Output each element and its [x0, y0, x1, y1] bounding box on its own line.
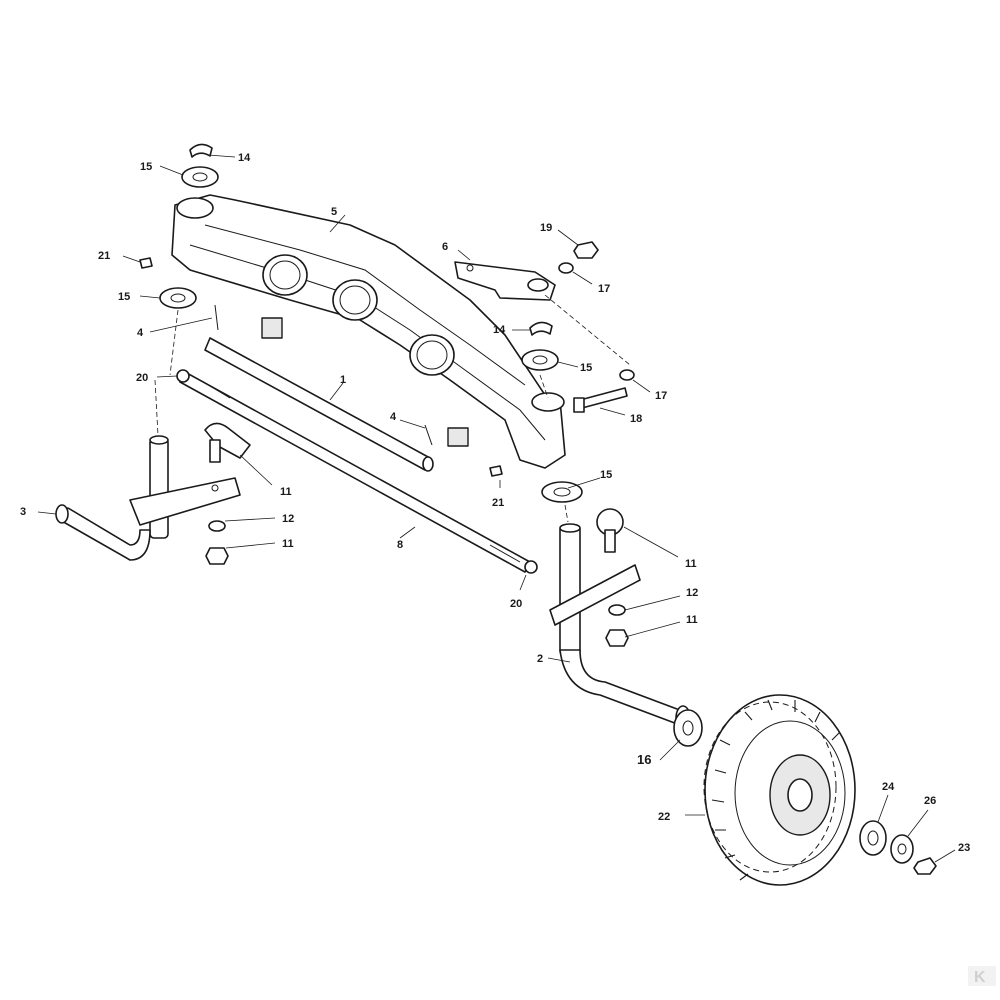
callout-8: 8 — [397, 539, 403, 551]
callout-15-top: 15 — [140, 161, 152, 173]
right-tie-rod-end — [596, 508, 629, 647]
callout-2: 2 — [537, 653, 543, 665]
callout-14-right: 14 — [493, 324, 506, 336]
callout-26: 26 — [924, 795, 936, 807]
callout-6: 6 — [442, 241, 448, 253]
callout-24: 24 — [882, 781, 895, 793]
callout-17-lower: 17 — [655, 390, 667, 402]
tie-rod — [176, 369, 538, 574]
callout-11-lower-right: 11 — [686, 614, 698, 626]
callout-20-right: 20 — [510, 598, 522, 610]
axle-pivot-bar — [204, 337, 434, 472]
washers-and-nuts — [139, 143, 937, 875]
left-tie-rod-end — [204, 422, 251, 565]
callout-11-upper-left: 11 — [280, 486, 292, 498]
assembly-lines — [154, 294, 631, 523]
callout-23: 23 — [958, 842, 970, 854]
callout-4-right: 4 — [390, 411, 397, 423]
callout-19: 19 — [540, 222, 552, 234]
callout-12-right: 12 — [686, 587, 698, 599]
callout-11-upper-right: 11 — [685, 558, 697, 570]
brand-logo-text: K — [974, 969, 986, 986]
leader-lines — [37, 154, 956, 863]
callout-15-lower: 15 — [600, 469, 612, 481]
right-spindle — [549, 523, 691, 731]
callout-22: 22 — [658, 811, 670, 823]
callout-4-left: 4 — [137, 327, 144, 339]
callout-11-lower-left: 11 — [282, 538, 294, 550]
callout-21-right: 21 — [492, 497, 504, 509]
brand-logo: K — [968, 966, 996, 986]
callout-14-top: 14 — [238, 152, 251, 164]
callout-3: 3 — [20, 506, 26, 518]
callout-15-left: 15 — [118, 291, 130, 303]
callout-5: 5 — [331, 206, 337, 218]
front-wheel — [703, 694, 856, 886]
callout-21-left: 21 — [98, 250, 110, 262]
steering-arm — [454, 261, 556, 301]
callout-labels: 14 15 5 21 15 4 20 1 4 11 12 11 3 8 6 19… — [20, 152, 970, 854]
callout-18: 18 — [630, 413, 642, 425]
callout-15-right: 15 — [580, 362, 592, 374]
callout-17-upper: 17 — [598, 283, 610, 295]
front-axle-beam — [171, 194, 566, 469]
callout-1: 1 — [340, 374, 346, 386]
callout-20-left: 20 — [136, 372, 148, 384]
callout-12-left: 12 — [282, 513, 294, 525]
callout-16: 16 — [637, 752, 651, 767]
left-spindle — [55, 435, 241, 561]
